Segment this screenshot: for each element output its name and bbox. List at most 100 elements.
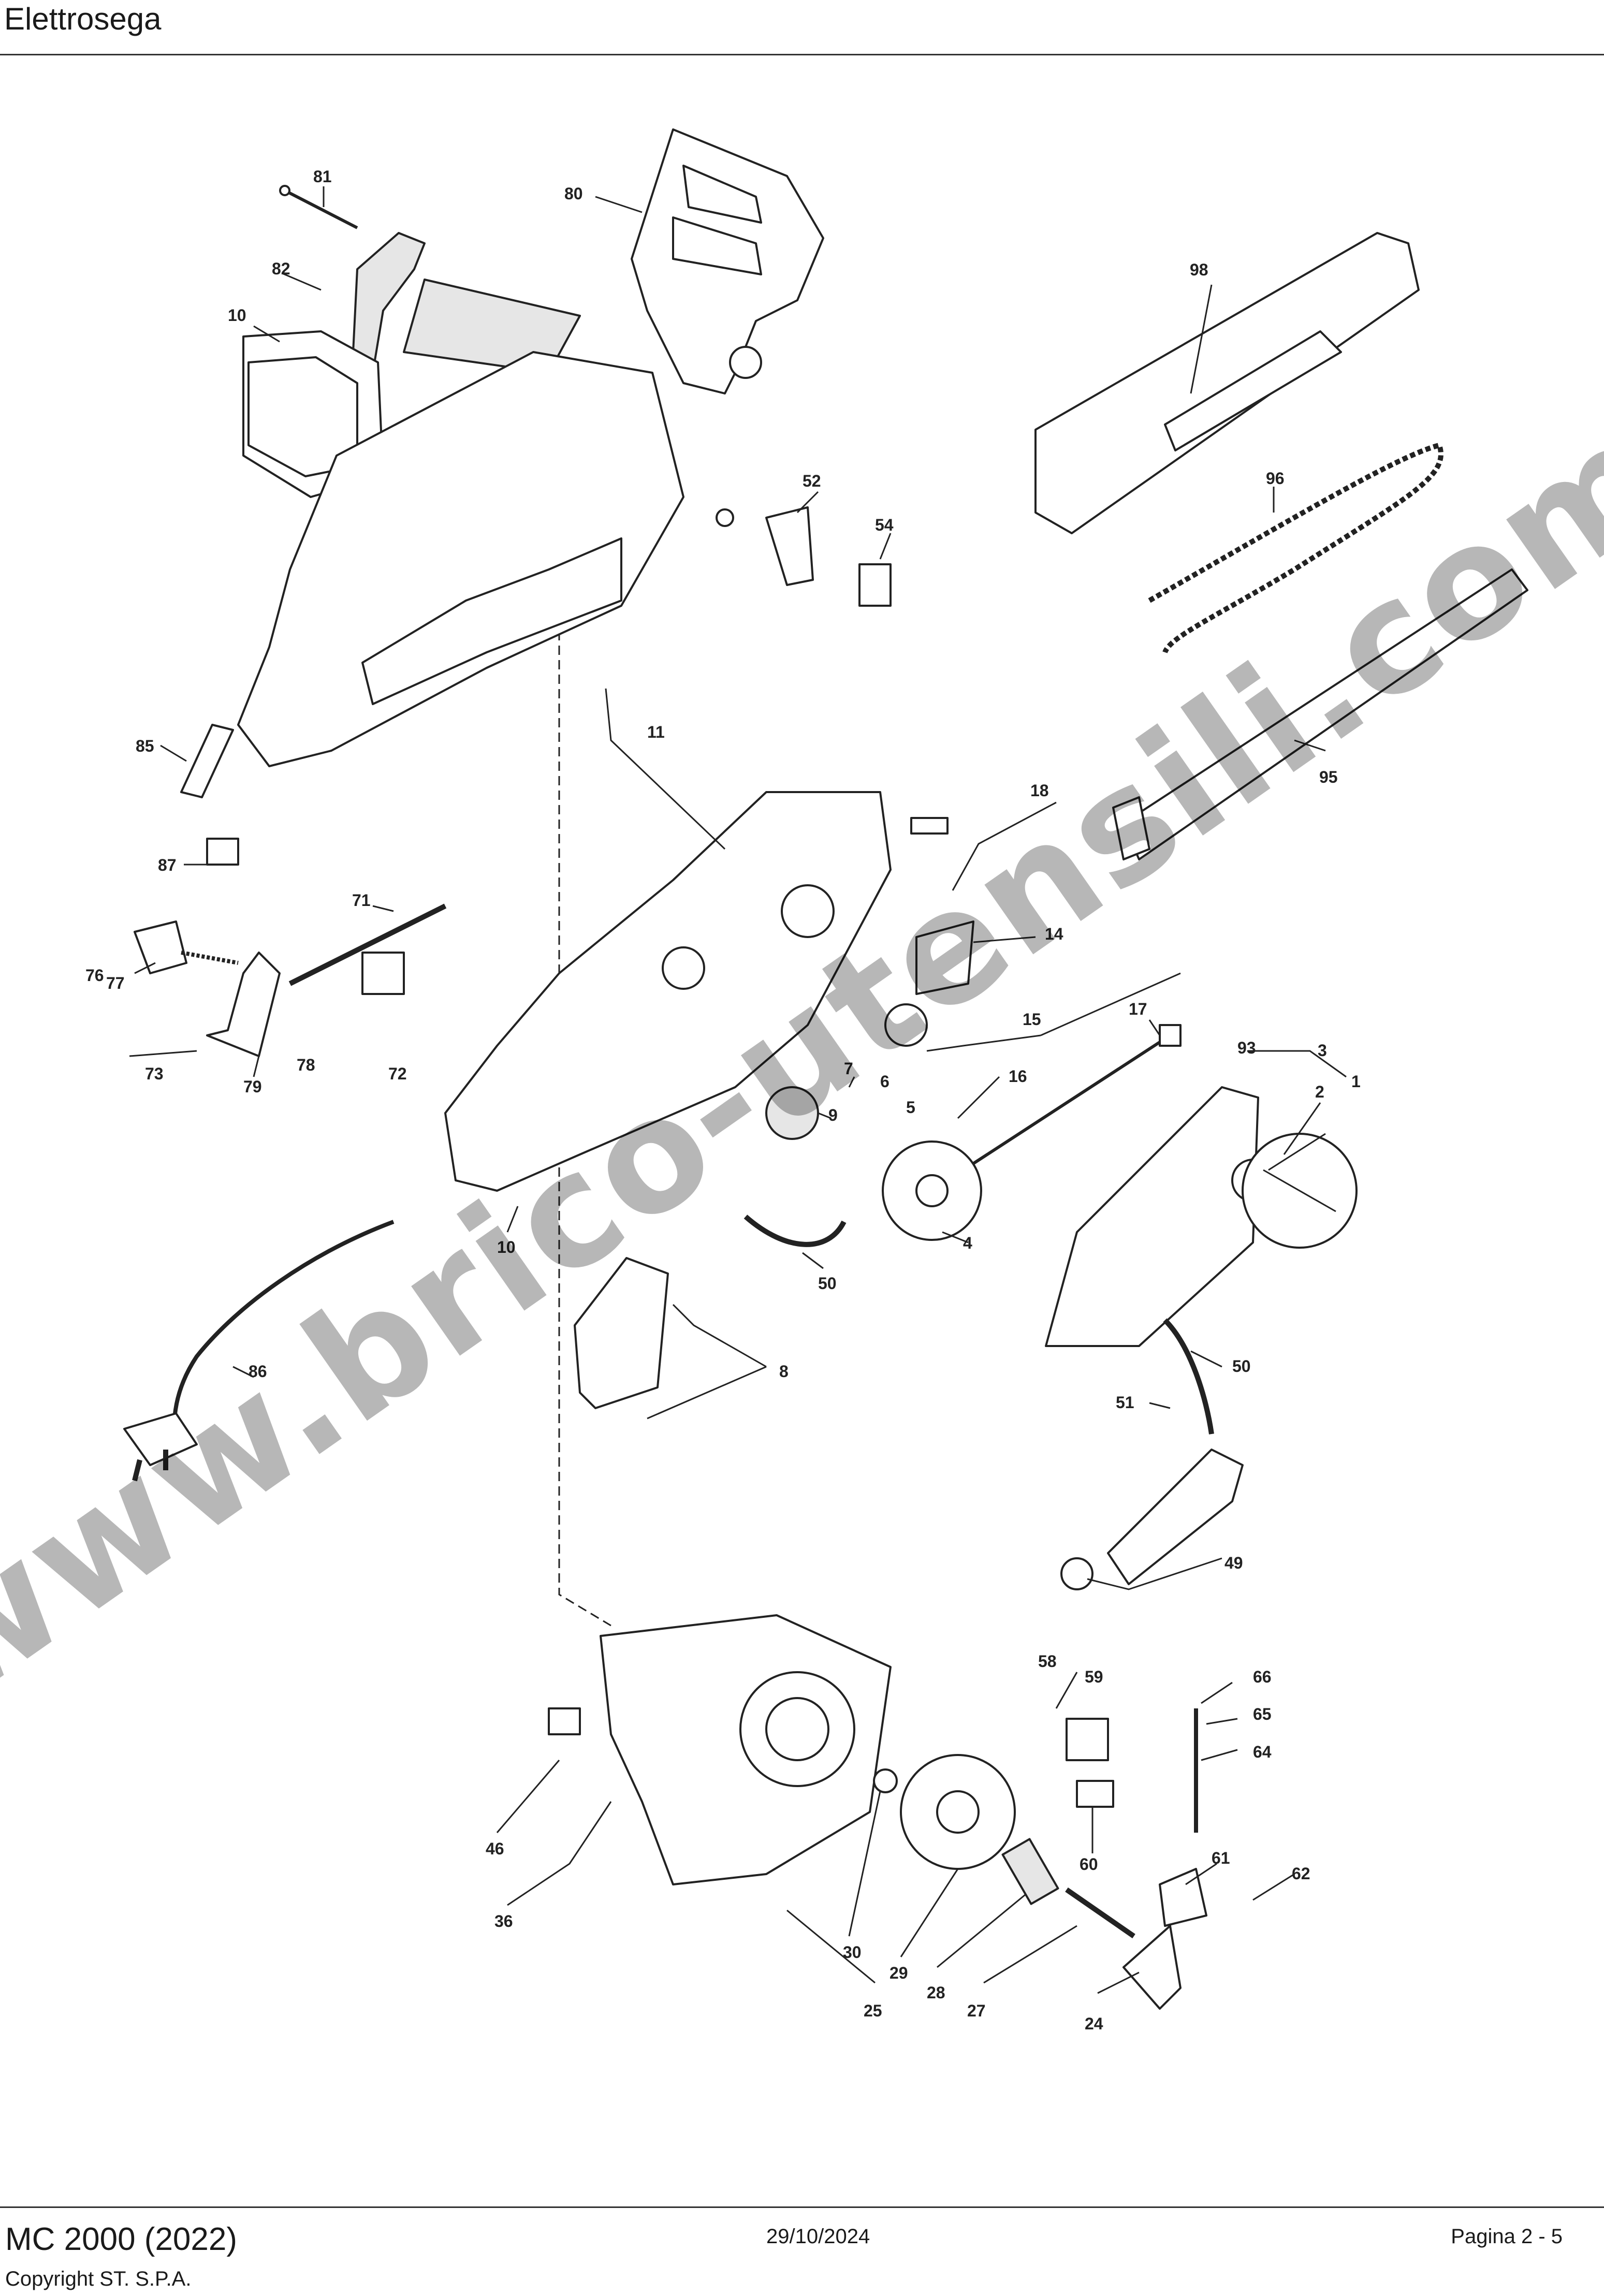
callout-65: 65 (1253, 1705, 1272, 1723)
callout-30: 30 (843, 1943, 862, 1962)
callout-9: 9 (828, 1106, 838, 1124)
callout-16: 16 (1009, 1067, 1027, 1086)
callout-98: 98 (1190, 260, 1208, 279)
callout-60: 60 (1080, 1855, 1098, 1874)
leader-lines (129, 186, 1347, 1994)
callout-14: 14 (1045, 925, 1063, 943)
part-50-oil-hose-2 (1163, 1318, 1214, 1435)
callout-17: 17 (1129, 1000, 1147, 1018)
callout-36: 36 (494, 1912, 513, 1931)
callout-62: 62 (1292, 1864, 1310, 1883)
part-81-bolt (279, 185, 358, 229)
part-30-bearing (873, 1768, 898, 1793)
callout-51: 51 (1116, 1393, 1134, 1412)
callout-50: 50 (1232, 1357, 1251, 1376)
footer-divider (0, 2206, 1604, 2208)
part-59-lever (1066, 1718, 1109, 1761)
callout-49: 49 (1224, 1554, 1243, 1572)
callout-71: 71 (352, 891, 371, 910)
header-divider (0, 54, 1604, 55)
callout-4: 4 (963, 1234, 972, 1252)
callout-27: 27 (967, 2001, 986, 2020)
callout-15: 15 (1023, 1010, 1041, 1029)
part-8-oil-tank (574, 1257, 669, 1409)
callout-25: 25 (864, 2001, 882, 2020)
part-6-sprocket (884, 1003, 928, 1047)
part-4-gear (882, 1140, 982, 1241)
callout-54: 54 (875, 516, 894, 534)
part-50-oil-hose (743, 1215, 847, 1247)
part-73-trigger (206, 952, 281, 1057)
callout-80: 80 (564, 184, 583, 203)
part-11-housing-left (237, 279, 684, 767)
part-17-nut (1159, 1024, 1182, 1047)
part-72-switch (361, 952, 405, 995)
callout-76: 76 (85, 966, 104, 985)
part-76-switch-lock (134, 920, 187, 974)
callout-79: 79 (243, 1077, 262, 1096)
callout-96: 96 (1266, 469, 1285, 488)
callout-29: 29 (890, 1964, 908, 1982)
part-29-gear (900, 1754, 1016, 1870)
callout-10: 10 (228, 306, 246, 325)
part-54-screws (858, 563, 892, 607)
callout-5: 5 (906, 1098, 915, 1117)
callout-85: 85 (136, 737, 154, 755)
part-77-spring (181, 950, 239, 965)
callout-93: 93 (1237, 1039, 1256, 1057)
callout-50: 50 (818, 1274, 837, 1293)
callout-24: 24 (1085, 2014, 1103, 2033)
part-16-tension-rod (946, 1034, 1171, 1182)
callout-8: 8 (779, 1362, 789, 1381)
callout-81: 81 (313, 167, 332, 186)
part-49-oil-pump (1060, 1449, 1244, 1590)
part-52-bracket (716, 506, 814, 586)
callout-52: 52 (803, 472, 821, 490)
part-3-side-cover (1045, 1086, 1259, 1347)
callout-78: 78 (297, 1056, 315, 1074)
part-60-brake-band (1076, 1780, 1114, 1808)
callout-7: 7 (844, 1059, 853, 1078)
model-name: MC 2000 (2022) (5, 2221, 238, 2257)
part-28-worm (1001, 1838, 1059, 1905)
print-date: 29/10/2024 (766, 2225, 870, 2248)
part-98-bar-cover (1034, 232, 1420, 534)
part-24-plate (1122, 1925, 1182, 2010)
callout-61: 61 (1212, 1849, 1230, 1867)
copyright-text: Copyright ST. S.P.A. (5, 2268, 192, 2290)
page-number: Pagina 2 - 5 (1451, 2225, 1563, 2248)
callout-59: 59 (1085, 1668, 1103, 1686)
callout-3: 3 (1318, 1041, 1327, 1060)
part-61-bracket (1159, 1868, 1207, 1927)
callout-46: 46 (486, 1839, 504, 1858)
part-86-power-cable (123, 1220, 395, 1482)
part-96-saw-chain (1148, 442, 1443, 654)
callout-2: 2 (1315, 1083, 1324, 1101)
part-46-brush (548, 1707, 581, 1735)
callout-1: 1 (1351, 1072, 1361, 1091)
part-18-plate (910, 817, 949, 835)
part-85-cable-sleeve (180, 724, 234, 798)
part-callouts: 81 80 98 82 10 52 54 96 85 11 95 87 18 7… (85, 167, 1361, 2033)
part-14-plate (915, 920, 974, 995)
part-1-knob (1242, 1133, 1358, 1249)
part-27-shaft (1065, 1887, 1135, 1939)
part-11-main-body (444, 791, 892, 1192)
part-36-motor (600, 1614, 892, 1885)
callout-72: 72 (388, 1064, 407, 1083)
part-71-rod (288, 903, 447, 986)
callout-87: 87 (158, 856, 177, 874)
callout-10: 10 (497, 1238, 516, 1256)
part-80-front-handle (631, 128, 824, 394)
callout-82: 82 (272, 259, 290, 278)
callout-66: 66 (1253, 1668, 1272, 1686)
callout-11: 11 (647, 723, 665, 741)
callout-95: 95 (1319, 768, 1338, 786)
callout-6: 6 (880, 1072, 890, 1091)
callout-64: 64 (1253, 1743, 1272, 1761)
callout-77: 77 (106, 974, 125, 992)
callout-73: 73 (145, 1064, 164, 1083)
callout-86: 86 (249, 1362, 267, 1381)
